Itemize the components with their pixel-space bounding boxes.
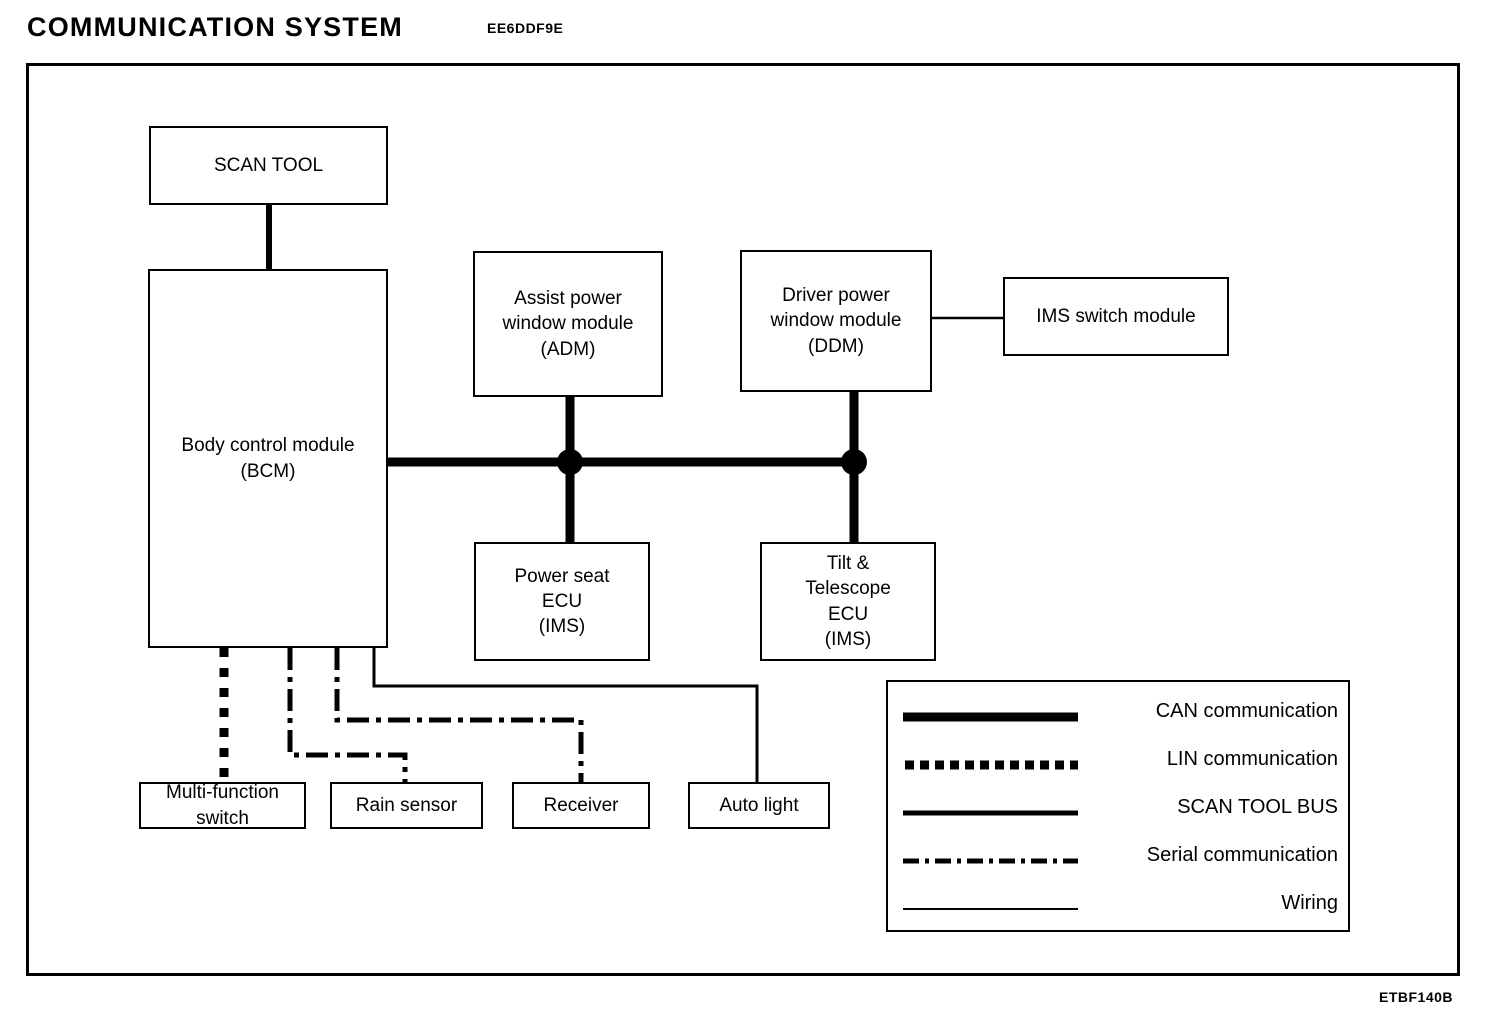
node-ddm-label-line2: window module bbox=[770, 310, 902, 332]
node-tilt-telescope-ecu[interactable]: Tilt & Telescope ECU (IMS) bbox=[760, 542, 936, 661]
legend-row-can: CAN communication bbox=[888, 690, 1352, 738]
wire-auto-light bbox=[372, 648, 759, 782]
node-power-seat-ecu[interactable]: Power seat ECU (IMS) bbox=[474, 542, 650, 661]
legend-label-can: CAN communication bbox=[1155, 700, 1338, 722]
wire-serial-receiver bbox=[334, 648, 584, 782]
node-power-seat-label-line3: (IMS) bbox=[538, 616, 586, 638]
legend-label-scan-tool-bus: SCAN TOOL BUS bbox=[1177, 796, 1338, 818]
node-body-control-module[interactable]: Body control module (BCM) bbox=[148, 269, 388, 648]
node-auto-light[interactable]: Auto light bbox=[688, 782, 830, 829]
legend-sample-wiring bbox=[903, 908, 1078, 910]
legend-sample-scan-tool-bus bbox=[903, 810, 1078, 816]
legend-label-wiring: Wiring bbox=[1281, 892, 1338, 914]
figure-code: ETBF140B bbox=[1379, 989, 1454, 1005]
node-power-seat-label-line1: Power seat bbox=[514, 565, 610, 587]
legend: CAN communication LIN communication SCAN… bbox=[886, 680, 1350, 932]
node-tilt-label-line1: Tilt & bbox=[826, 553, 870, 575]
legend-row-serial: Serial communication bbox=[888, 834, 1352, 882]
node-ddm-label-line1: Driver power bbox=[782, 285, 890, 307]
node-auto-light-label: Auto light bbox=[719, 794, 799, 816]
node-bcm-label-line1: Body control module bbox=[181, 435, 355, 457]
can-junction-dot-adm bbox=[557, 449, 583, 475]
node-ims-switch-label: IMS switch module bbox=[1036, 305, 1196, 327]
page-title: COMMUNICATION SYSTEM bbox=[27, 12, 403, 42]
node-ims-switch-module[interactable]: IMS switch module bbox=[1003, 277, 1229, 356]
node-multi-function-switch[interactable]: Multi-function switch bbox=[139, 782, 306, 829]
legend-row-wiring: Wiring bbox=[888, 882, 1352, 930]
node-power-seat-label-line2: ECU bbox=[541, 590, 583, 612]
node-adm-label-line1: Assist power bbox=[514, 288, 622, 310]
node-scan-tool[interactable]: SCAN TOOL bbox=[149, 126, 388, 205]
node-receiver-label: Receiver bbox=[543, 794, 619, 816]
node-receiver[interactable]: Receiver bbox=[512, 782, 650, 829]
node-multifunction-label-line1: Multi-function bbox=[166, 782, 279, 804]
node-multifunction-label-line2: switch bbox=[196, 807, 249, 829]
legend-row-scan-tool-bus: SCAN TOOL BUS bbox=[888, 786, 1352, 834]
node-tilt-label-line2: Telescope bbox=[805, 578, 891, 600]
node-adm-label-line3: (ADM) bbox=[540, 338, 596, 360]
node-ddm-label-line3: (DDM) bbox=[808, 335, 864, 357]
can-junction-dot-ddm bbox=[841, 449, 867, 475]
legend-sample-serial bbox=[903, 858, 1078, 864]
page-title-code: EE6DDF9E bbox=[487, 20, 564, 36]
node-adm-label-line2: window module bbox=[502, 313, 634, 335]
diagram-frame bbox=[26, 63, 1460, 976]
node-driver-power-window-module[interactable]: Driver power window module (DDM) bbox=[740, 250, 932, 392]
node-scan-tool-label: SCAN TOOL bbox=[213, 154, 324, 176]
legend-label-lin: LIN communication bbox=[1166, 748, 1338, 770]
node-assist-power-window-module[interactable]: Assist power window module (ADM) bbox=[473, 251, 663, 397]
node-rain-sensor-label: Rain sensor bbox=[355, 794, 458, 816]
legend-sample-can bbox=[903, 712, 1078, 722]
wire-serial-rain-sensor bbox=[287, 648, 408, 782]
node-tilt-label-line4: (IMS) bbox=[824, 628, 872, 650]
legend-row-lin: LIN communication bbox=[888, 738, 1352, 786]
legend-sample-lin bbox=[905, 760, 1078, 770]
node-rain-sensor[interactable]: Rain sensor bbox=[330, 782, 483, 829]
node-bcm-label-line2: (BCM) bbox=[240, 460, 296, 482]
node-tilt-label-line3: ECU bbox=[827, 603, 869, 625]
legend-label-serial: Serial communication bbox=[1146, 844, 1338, 866]
